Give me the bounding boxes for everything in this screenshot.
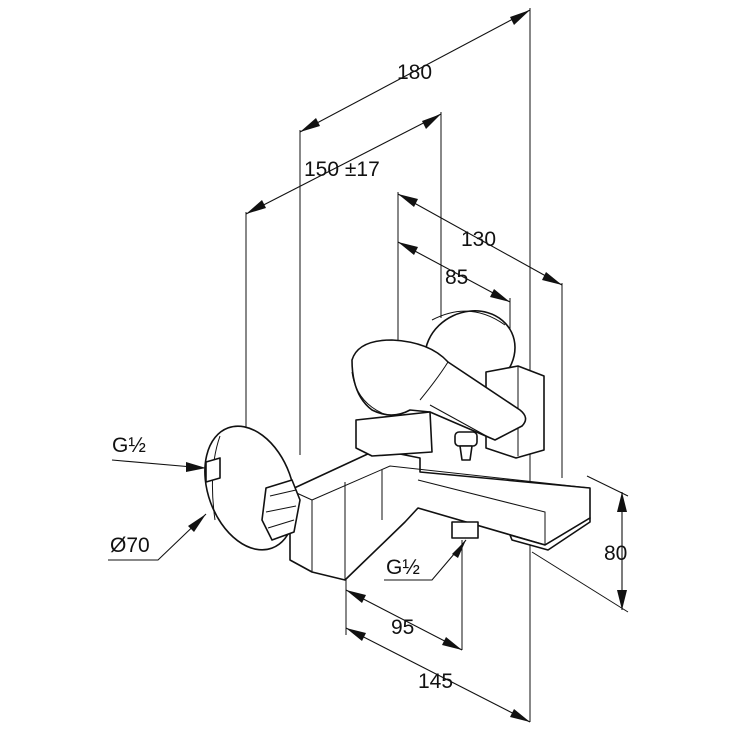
dim-overall-width: 180 xyxy=(397,61,432,84)
outlet-connection xyxy=(451,521,479,539)
dimension-labels: 180 150 ±17 130 85 80 95 145 G½ Ø70 G½ xyxy=(110,61,627,693)
dim-wall-to-center: 150 ±17 xyxy=(304,158,380,181)
body-neck xyxy=(355,411,433,457)
label-rosette-diameter: Ø70 xyxy=(110,534,150,557)
dim-body-width: 145 xyxy=(418,670,453,693)
dim-spout-reach: 130 xyxy=(461,228,496,251)
connecting-nut xyxy=(261,479,301,541)
dim-handle-reach: 85 xyxy=(445,266,468,289)
dimension-lines xyxy=(245,9,627,723)
inlet-stub xyxy=(205,457,221,483)
diverter-knob xyxy=(454,431,478,447)
leader-lines xyxy=(108,459,467,581)
label-inlet-thread: G½ xyxy=(112,434,146,457)
lever-handle xyxy=(351,339,527,441)
dim-height: 80 xyxy=(604,542,627,565)
label-outlet-thread: G½ xyxy=(386,556,420,579)
faucet-body xyxy=(204,310,591,581)
dim-outlet-offset: 95 xyxy=(391,616,414,639)
extension-lines xyxy=(245,8,629,722)
spout-lip xyxy=(509,517,591,551)
